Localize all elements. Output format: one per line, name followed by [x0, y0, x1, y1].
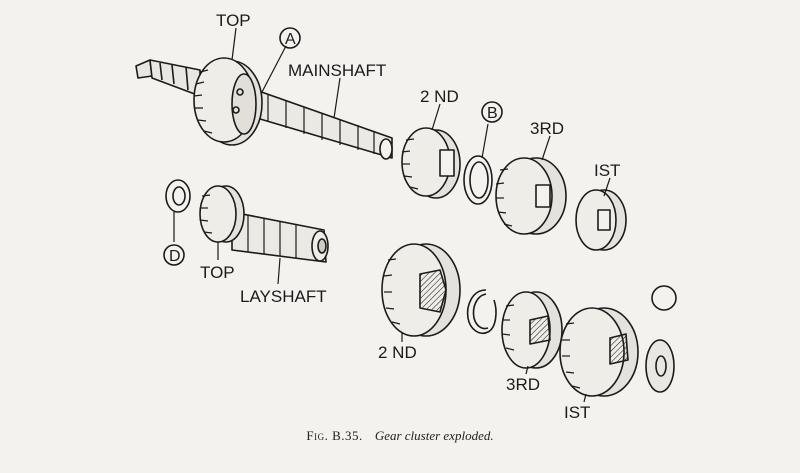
- mainshaft-washer-b: [463, 155, 493, 205]
- label-third-main: 3RD: [530, 119, 564, 138]
- thrust-washer: [645, 339, 675, 393]
- label-callout-d: D: [169, 248, 181, 265]
- callout-a-circle: [279, 27, 301, 49]
- label-mainshaft: MAINSHAFT: [288, 61, 386, 80]
- mainshaft-third-gear: [495, 157, 567, 235]
- mainshaft-part: [135, 59, 393, 160]
- layshaft-second-gear: [381, 243, 461, 337]
- mainshaft-top-gear: [193, 57, 263, 146]
- layshaft-circlip: [466, 289, 497, 334]
- label-second-lay: 2 ND: [378, 343, 417, 362]
- label-first-main: IST: [594, 161, 620, 180]
- figure-number: Fig. B.35.: [306, 428, 363, 443]
- layshaft-top-gear: [199, 185, 245, 243]
- ball-bearing: [651, 285, 677, 311]
- layshaft-third-gear: [501, 291, 563, 369]
- label-third-lay: 3RD: [506, 375, 540, 394]
- label-top-main: TOP: [216, 11, 251, 30]
- figure-title: Gear cluster exploded.: [374, 428, 494, 443]
- mainshaft-second-gear: [401, 127, 461, 199]
- label-top-lay: TOP: [200, 263, 235, 282]
- layshaft-part: [231, 211, 329, 263]
- label-second-main: 2 ND: [420, 87, 459, 106]
- mainshaft-first-gear: [575, 189, 627, 251]
- callout-d-circle: [163, 244, 185, 266]
- label-callout-a: A: [285, 31, 296, 48]
- label-callout-b: B: [487, 105, 498, 122]
- leader-lines: [173, 27, 611, 403]
- callout-b-circle: [481, 101, 503, 123]
- layshaft-washer-d: [165, 179, 191, 213]
- figure-caption: Fig. B.35. Gear cluster exploded.: [0, 428, 800, 444]
- layshaft-first-gear: [559, 307, 639, 397]
- label-layshaft: LAYSHAFT: [240, 287, 327, 306]
- label-first-lay: IST: [564, 403, 590, 422]
